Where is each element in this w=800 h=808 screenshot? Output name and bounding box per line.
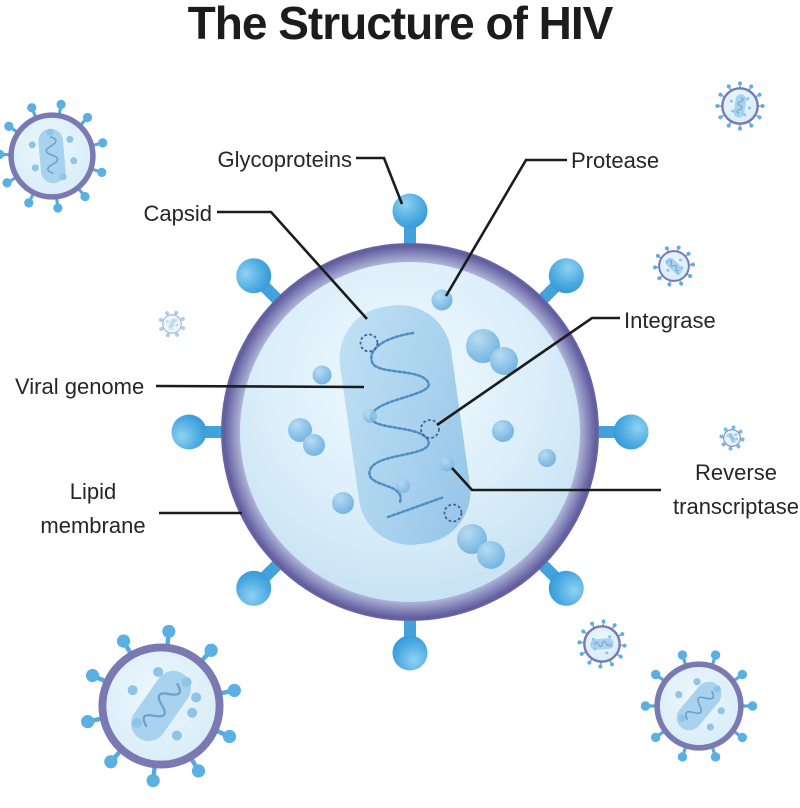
matrix-proteins [288,289,556,569]
label-protease: Protease [571,148,660,173]
leader-viral-genome [155,384,365,389]
protein-blob [457,524,505,569]
protein-dot [492,420,514,442]
leader-integrase [436,316,620,427]
decorative-virion [653,245,695,287]
decorative-virion [0,99,108,213]
diagram-title: The Structure of HIV [187,0,614,49]
protein-dot [312,365,332,385]
label-lipid-membrane: Lipid membrane [40,479,146,538]
label-viral-genome: Viral genome [15,374,145,399]
decorative-virion [81,624,241,788]
decorative-virions [0,81,765,788]
integrase-enzyme [420,419,440,439]
protein-dot [396,479,410,493]
leader-lines [155,156,661,515]
leader-capsid [217,210,368,320]
leader-reverse-transcriptase [451,467,661,492]
protein-blob [466,329,518,375]
label-glycoproteins: Glycoproteins [217,147,352,172]
enzyme-ring [359,333,379,353]
decorative-virion [577,619,627,669]
label-capsid: Capsid [143,201,212,226]
leader-protease [444,158,567,297]
decorative-virion [640,650,758,762]
protein-dot [538,449,556,467]
enzyme-ring [443,503,463,523]
reverse-transcriptase-enzyme [439,456,455,472]
label-reverse-transcriptase: Reverse transcriptase [673,460,799,519]
leader-glycoproteins [356,156,404,205]
decorative-virion [719,425,745,451]
protein-dot [332,492,354,514]
capsid [339,305,471,545]
protein-blob [288,418,325,456]
capsid-contents [359,333,463,523]
decorative-virion [715,81,765,131]
main-virion [171,193,649,671]
label-integrase: Integrase [624,308,716,333]
decorative-virion [158,310,186,338]
protein-dot [363,409,377,423]
